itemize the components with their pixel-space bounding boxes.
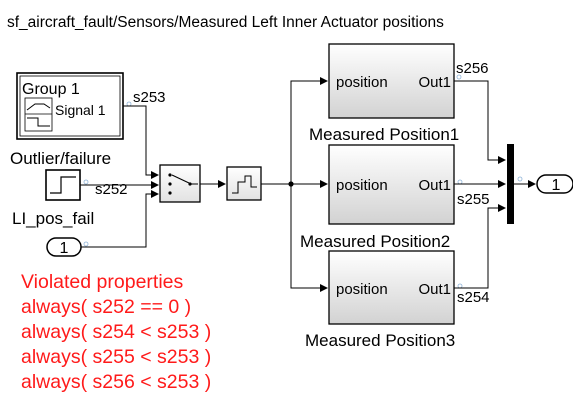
port-marker: [457, 179, 463, 185]
subsystem-in-port-label: position: [336, 281, 388, 298]
violations-title: Violated properties: [21, 271, 184, 293]
signal-builder-block-name: Outlier/failure: [10, 149, 111, 168]
port-marker: [83, 179, 89, 185]
line-s254: [454, 204, 506, 289]
signal-builder-icon: [24, 97, 53, 132]
signal-builder-group-label: Group 1: [22, 81, 80, 98]
signal-builder-signal-label: Signal 1: [55, 102, 106, 118]
signal-builder-block[interactable]: Group 1 Signal 1: [16, 72, 124, 140]
signal-lines: [80, 77, 536, 292]
zero-order-hold-block[interactable]: [226, 166, 262, 201]
multiport-switch-block[interactable]: [159, 164, 201, 203]
signal-s255-label: s255: [457, 191, 490, 208]
subsystem-name: Measured Position1: [309, 125, 459, 144]
switch-icon: [168, 173, 198, 195]
line-constant: [81, 190, 159, 248]
subsystem-measured-position2[interactable]: position Out1: [328, 144, 455, 225]
violation-item: always( s256 < s253 ): [21, 371, 212, 393]
model-path-title: sf_aircraft_fault/Sensors/Measured Left …: [7, 14, 444, 31]
signal-s256-label: s256: [456, 60, 489, 77]
subsystem-measured-position1[interactable]: position Out1: [328, 43, 455, 119]
signal-s252-label: s252: [95, 181, 128, 198]
violation-item: always( s254 < s253 ): [21, 321, 212, 343]
line-branch-pos3: [290, 184, 328, 292]
branch-point: [288, 181, 294, 187]
port-marker: [456, 74, 462, 80]
outport-number: 1: [552, 177, 561, 194]
port-marker: [83, 241, 89, 247]
signal-s253-label: s253: [133, 89, 166, 106]
subsystem-measured-position3[interactable]: position Out1: [328, 250, 455, 325]
line-s253: [123, 105, 159, 179]
step-block[interactable]: [45, 169, 81, 201]
port-marker: [126, 101, 132, 107]
line-branch-pos1: [290, 77, 328, 184]
subsystem-name: Measured Position3: [305, 331, 455, 350]
port-marker: [517, 176, 523, 182]
port-marker: [457, 283, 463, 289]
violated-properties-panel: Violated properties always( s252 == 0 ) …: [21, 270, 211, 395]
subsystem-name: Measured Position2: [300, 232, 450, 251]
constant-block[interactable]: 1: [46, 237, 82, 257]
subsystem-out-port-label: Out1: [418, 281, 451, 298]
subsystem-out-port-label: Out1: [418, 74, 451, 91]
violation-item: always( s252 == 0 ): [21, 296, 192, 318]
step-block-name: LI_pos_fail: [12, 209, 94, 228]
constant-value: 1: [60, 240, 69, 257]
line-s256: [454, 80, 506, 164]
outport-block[interactable]: 1: [536, 174, 573, 194]
step-icon: [50, 176, 76, 194]
violation-item: always( s255 < s253 ): [21, 346, 212, 368]
staircase-icon: [232, 175, 257, 194]
subsystem-out-port-label: Out1: [418, 177, 451, 194]
signal-s254-label: s254: [457, 289, 490, 306]
subsystem-in-port-label: position: [336, 74, 388, 91]
mux-block[interactable]: [507, 144, 514, 224]
subsystem-in-port-label: position: [336, 177, 388, 194]
